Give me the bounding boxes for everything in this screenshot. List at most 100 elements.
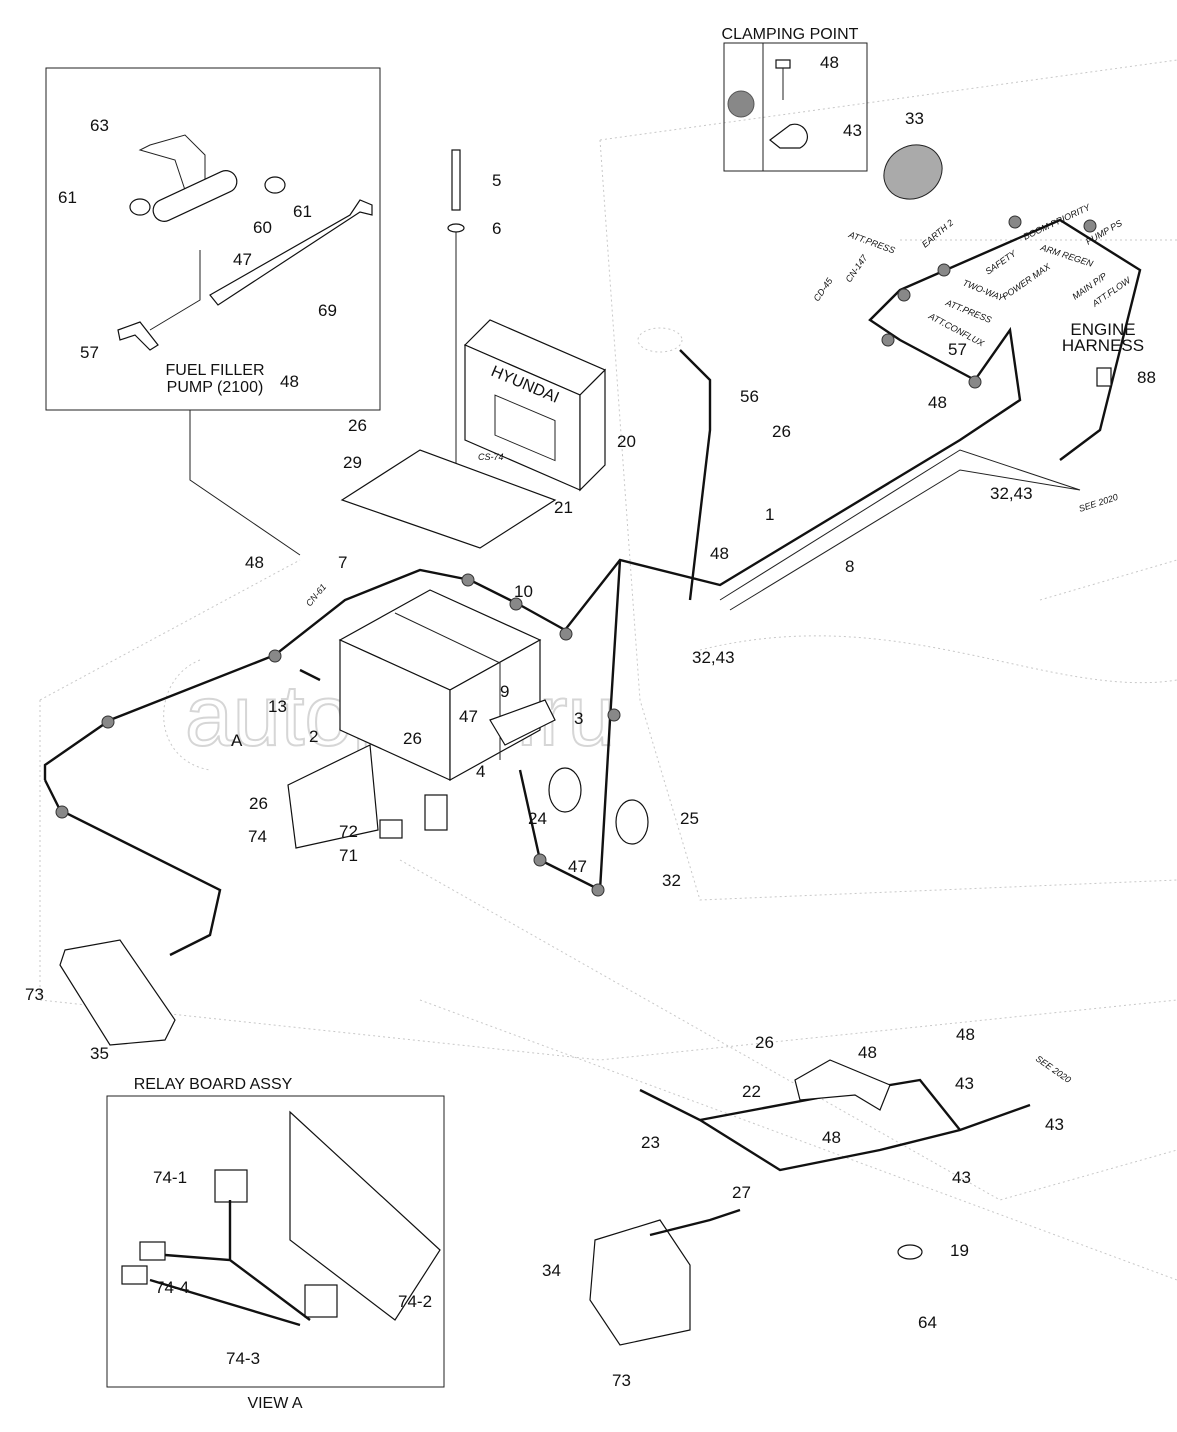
- callout-47: 47: [233, 250, 252, 269]
- callout-71: 71: [339, 846, 358, 865]
- callout-57-right: 57: [948, 340, 967, 359]
- callout-8: 8: [845, 557, 854, 576]
- fuel-filler-inset: [45, 67, 381, 556]
- see-2020-bottom: SEE 2020: [1034, 1053, 1073, 1084]
- callout-7: 7: [338, 553, 347, 572]
- callout-48-right: 48: [928, 393, 947, 412]
- callout-27: 27: [732, 1183, 751, 1202]
- callout-19: 19: [950, 1241, 969, 1260]
- callout-56: 56: [740, 387, 759, 406]
- callout-60: 60: [253, 218, 272, 237]
- callout-61-left: 61: [58, 188, 77, 207]
- callout-74: 74: [248, 827, 267, 846]
- connector-cn-61: CN-61: [304, 582, 328, 608]
- horn-left: [548, 767, 582, 813]
- callout-48: 48: [280, 372, 299, 391]
- callout-57: 57: [80, 343, 99, 362]
- callout-63: 63: [90, 116, 109, 135]
- horn-right: [615, 799, 649, 845]
- work-lamp-left: [59, 939, 176, 1046]
- clamping-point-title: CLAMPING POINT: [722, 26, 859, 43]
- connector-cn-147: CN-147: [843, 252, 870, 284]
- callout-64: 64: [918, 1313, 937, 1332]
- callout-32-43-right: 32,43: [990, 484, 1033, 503]
- callout-10: 10: [514, 582, 533, 601]
- callout-26-56: 26: [772, 422, 791, 441]
- callout-26-mid: 26: [403, 729, 422, 748]
- callout-6: 6: [492, 219, 501, 238]
- callout-22: 22: [742, 1082, 761, 1101]
- callout-24: 24: [528, 809, 547, 828]
- callout-74-3: 74-3: [226, 1349, 260, 1368]
- connector-cs-74: CS-74: [478, 452, 504, 462]
- callout-26-plate: 26: [348, 416, 367, 435]
- callout-74-4: 74-4: [155, 1278, 189, 1297]
- callout-35: 35: [90, 1044, 109, 1063]
- callout-48-rear-2: 48: [956, 1025, 975, 1044]
- batteries: [287, 589, 556, 849]
- connector-boom-priority: BOOM PRIORITY: [1022, 202, 1093, 242]
- connector-cd-45: CD-45: [811, 275, 835, 303]
- connector-earth-2: EARTH 2: [920, 218, 955, 250]
- callout-29: 29: [343, 453, 362, 472]
- long-bolt: [451, 149, 461, 211]
- fuel-filler-caption-1: FUEL FILLER: [166, 362, 265, 379]
- background-frame-outline: [39, 59, 1177, 1281]
- callout-48-battery: 48: [245, 553, 264, 572]
- view-a-label: VIEW A: [247, 1395, 302, 1412]
- callout-32-43-mid: 32,43: [692, 648, 735, 667]
- callout-48-rear-3: 48: [822, 1128, 841, 1147]
- main-harness: [43, 215, 1142, 957]
- callout-9: 9: [500, 682, 509, 701]
- callout-2: 2: [309, 727, 318, 746]
- callout-61-right: 61: [293, 202, 312, 221]
- callout-5: 5: [492, 171, 501, 190]
- callout-72: 72: [339, 822, 358, 841]
- callout-4: 4: [476, 762, 485, 781]
- callout-48-mid: 48: [710, 544, 729, 563]
- callout-3: 3: [574, 709, 583, 728]
- callout-1: 1: [765, 505, 774, 524]
- connector-two-way: TWO-WAY: [961, 278, 1006, 304]
- callout-47-horn: 47: [568, 857, 587, 876]
- callout-69: 69: [318, 301, 337, 320]
- clamping-callout-48: 48: [820, 53, 839, 72]
- fuel-filler-caption-2: PUMP (2100): [167, 379, 264, 396]
- callout-34: 34: [542, 1261, 561, 1280]
- clamping-point-box: [723, 42, 868, 172]
- rear-harness: [589, 1059, 1031, 1346]
- callout-43-rear-2: 43: [1045, 1115, 1064, 1134]
- connector-power-max: POWER MAX: [1000, 261, 1052, 302]
- callout-73-rear: 73: [612, 1371, 631, 1390]
- clamping-callout-43: 43: [843, 121, 862, 140]
- callout-48-rear-1: 48: [858, 1043, 877, 1062]
- connector-att-press-1: ATT.PRESS: [846, 229, 896, 255]
- callout-73-left: 73: [25, 985, 44, 1004]
- callout-20: 20: [617, 432, 636, 451]
- callout-43-rear-1: 43: [955, 1074, 974, 1093]
- callout-74-2: 74-2: [398, 1292, 432, 1311]
- see-2020-top: SEE 2020: [1078, 492, 1120, 514]
- callout-25: 25: [680, 809, 699, 828]
- callout-33: 33: [905, 109, 924, 128]
- ecu-controller: [463, 319, 607, 492]
- callout-47-mid: 47: [459, 707, 478, 726]
- callout-88: 88: [1137, 368, 1156, 387]
- callout-32-horn: 32: [662, 871, 681, 890]
- callout-43-rear-3: 43: [952, 1168, 971, 1187]
- relay-board-title: RELAY BOARD ASSY: [134, 1076, 293, 1093]
- callout-26-rear: 26: [755, 1033, 774, 1052]
- engine-harness-label-2: HARNESS: [1062, 336, 1144, 355]
- callout-21: 21: [554, 498, 573, 517]
- engine-harness-label-1: ENGINE: [1070, 320, 1135, 339]
- mounting-plate: [340, 449, 557, 549]
- view-a-marker: A: [231, 731, 243, 750]
- reflector: [883, 144, 943, 200]
- callout-23: 23: [641, 1133, 660, 1152]
- washer: [447, 223, 465, 233]
- callout-13: 13: [268, 697, 287, 716]
- callout-26-left: 26: [249, 794, 268, 813]
- relay-board-inset: [106, 1095, 445, 1388]
